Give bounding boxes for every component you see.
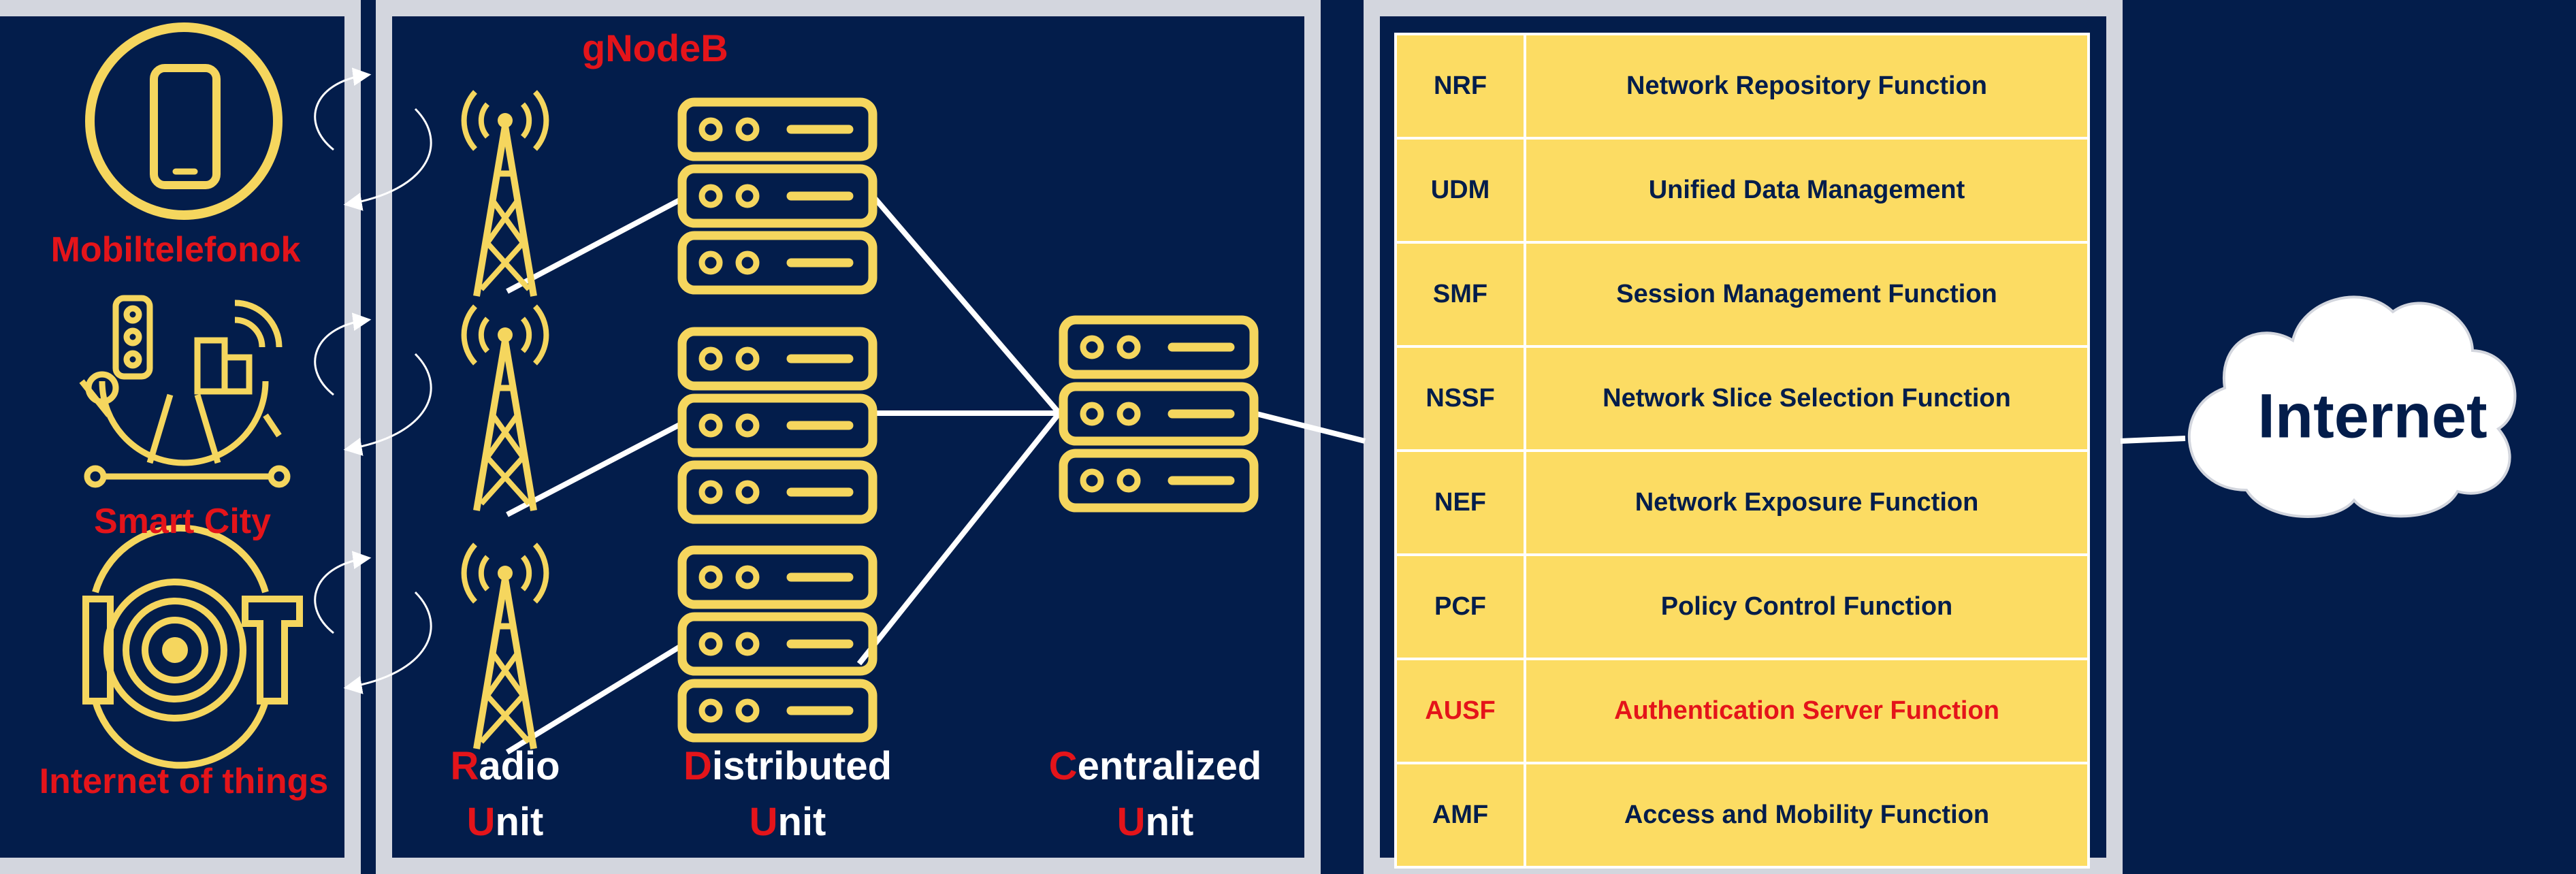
table-row: NSSF Network Slice Selection Function	[1394, 345, 2090, 452]
distributed-unit-label: Distributed Unit	[683, 744, 892, 844]
server-stack-icon	[682, 331, 873, 519]
centralized-unit-label: Centralized Unit	[1048, 744, 1262, 844]
device-label-smart-city: Smart City	[93, 502, 272, 541]
table-row: SMF Session Management Function	[1394, 241, 2090, 348]
nf-name: Network Exposure Function	[1524, 449, 2090, 556]
nf-abbr: NRF	[1394, 33, 1526, 140]
wireless-link-icon	[315, 75, 431, 204]
nf-name: Session Management Function	[1524, 241, 2090, 348]
radio-tower-icon	[464, 306, 547, 511]
internet-label: Internet	[2257, 381, 2488, 451]
radio-unit-label: Radio Unit	[450, 744, 560, 844]
nf-abbr: UDM	[1394, 137, 1526, 244]
nf-abbr: NSSF	[1394, 345, 1526, 452]
table-row: NEF Network Exposure Function	[1394, 449, 2090, 556]
table-row: PCF Policy Control Function	[1394, 553, 2090, 660]
device-label-mobile: Mobiltelefonok	[50, 230, 301, 270]
server-stack-icon	[682, 550, 873, 738]
gnodeb-title: gNodeB	[582, 27, 728, 69]
radio-tower-icon	[464, 92, 547, 296]
devices-panel	[0, 0, 361, 874]
nf-abbr: PCF	[1394, 553, 1526, 660]
device-label-iot: Internet of things	[39, 762, 329, 801]
table-row: NRF Network Repository Function	[1394, 33, 2090, 140]
table-row: UDM Unified Data Management	[1394, 137, 2090, 244]
nf-name: Policy Control Function	[1524, 553, 2090, 660]
nf-name: Network Repository Function	[1524, 33, 2090, 140]
smart-city-icon	[79, 295, 291, 488]
table-row: AMF Access and Mobility Function	[1394, 762, 2090, 869]
nf-abbr: SMF	[1394, 241, 1526, 348]
nf-name: Access and Mobility Function	[1524, 762, 2090, 869]
radio-tower-icon	[464, 545, 547, 749]
nf-abbr: AUSF	[1394, 658, 1526, 764]
wireless-link-icon	[315, 320, 431, 449]
nf-name: Authentication Server Function	[1524, 658, 2090, 764]
nf-name: Unified Data Management	[1524, 137, 2090, 244]
nf-abbr: NEF	[1394, 449, 1526, 556]
smartphone-icon	[85, 22, 283, 220]
server-stack-icon	[682, 102, 873, 290]
table-row: AUSF Authentication Server Function	[1394, 658, 2090, 764]
wireless-link-icon	[315, 558, 431, 687]
server-stack-icon	[1063, 320, 1254, 508]
core-functions-table: NRF Network Repository Function UDM Unif…	[1394, 33, 2090, 869]
nf-name: Network Slice Selection Function	[1524, 345, 2090, 452]
cloud-icon	[2187, 295, 2517, 518]
nf-abbr: AMF	[1394, 762, 1526, 869]
iot-icon	[82, 524, 303, 769]
